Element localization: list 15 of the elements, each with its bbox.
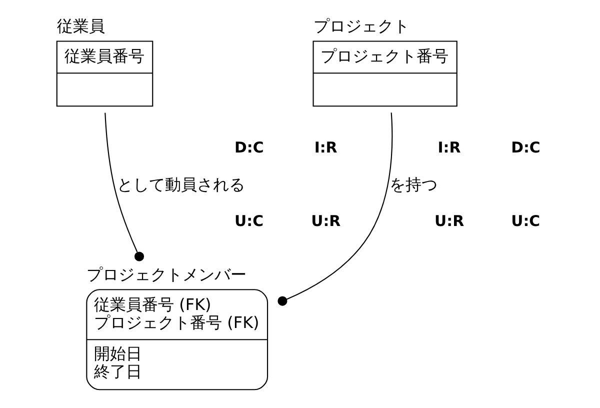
label: U:R bbox=[310, 212, 340, 230]
edge-label: として動員される bbox=[116, 175, 244, 194]
label: D:C bbox=[510, 138, 540, 157]
node-label: 従業員 bbox=[56, 16, 104, 36]
label: U:C bbox=[234, 212, 263, 230]
label: I:R bbox=[437, 138, 460, 157]
node-label: プロジェクト bbox=[312, 16, 409, 36]
connector bbox=[277, 112, 392, 306]
label: U:R bbox=[434, 212, 464, 230]
label: D:C bbox=[234, 138, 264, 157]
label: I:R bbox=[314, 138, 337, 157]
label: U:C bbox=[510, 212, 540, 230]
connector bbox=[104, 112, 144, 262]
edge-label: を持つ bbox=[388, 175, 437, 194]
node-label: プロジェクトメンバー bbox=[86, 265, 246, 284]
